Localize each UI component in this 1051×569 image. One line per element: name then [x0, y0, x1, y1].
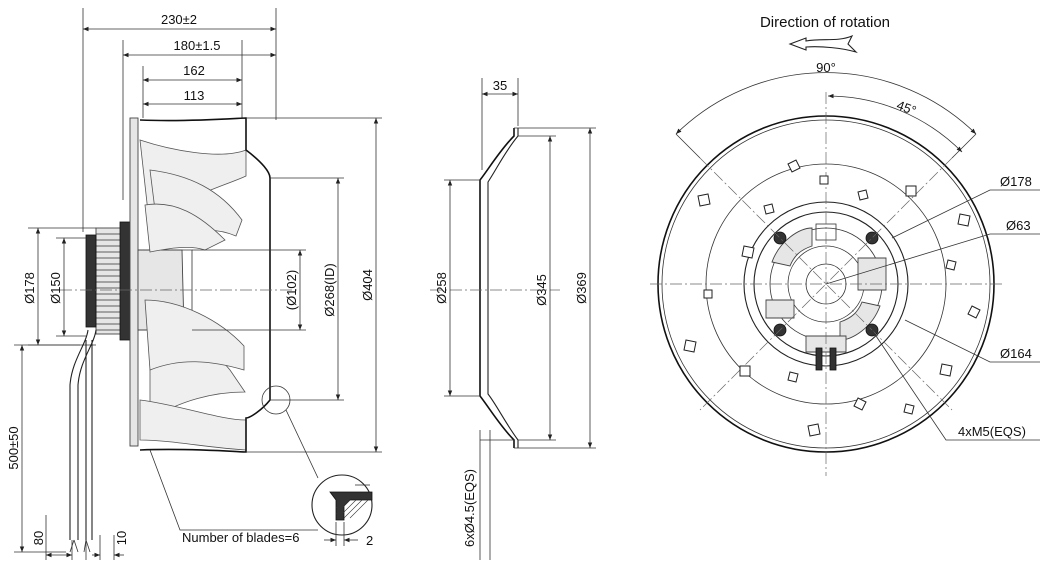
dim-dia-345: Ø345	[534, 274, 549, 306]
dim-length-113: 113	[184, 88, 205, 103]
dim-dia-404: Ø404	[360, 269, 375, 301]
detail-view	[311, 474, 373, 536]
dim-dia-178-side: Ø178	[22, 272, 37, 304]
back-plate	[129, 117, 139, 447]
dim-overall-length: 230±2	[161, 12, 197, 27]
angle-45: 45°	[895, 97, 919, 118]
dim-length-162: 162	[183, 63, 205, 78]
dim-dia-178-front: Ø178	[1000, 174, 1032, 189]
detail-circle	[261, 385, 291, 415]
dim-dia-164: Ø164	[1000, 346, 1032, 361]
dim-10: 10	[114, 531, 129, 545]
angle-90: 90°	[816, 60, 836, 75]
impeller-blades	[139, 139, 247, 451]
dim-80: 80	[31, 531, 46, 545]
side-view: 230±2 180±1.5 162 113	[6, 8, 382, 560]
dim-35: 35	[493, 78, 507, 93]
dim-dia-150: Ø150	[48, 272, 63, 304]
front-view: Direction of rotation 90° 45°	[650, 14, 1040, 476]
dim-dia-369: Ø369	[574, 272, 589, 304]
dim-length-180: 180±1.5	[174, 38, 221, 53]
dim-2: 2	[366, 533, 373, 548]
dim-dia-63: Ø63	[1006, 218, 1031, 233]
dim-dia-268: Ø268(ID)	[322, 263, 337, 316]
rotation-title: Direction of rotation	[760, 14, 890, 31]
blade-tips	[683, 159, 981, 437]
dim-dia-258: Ø258	[434, 272, 449, 304]
blades-label: Number of blades=6	[182, 530, 299, 545]
inlet-ring-profile	[479, 128, 515, 448]
shroud	[139, 117, 271, 453]
dim-holes: 6xØ4.5(EQS)	[462, 469, 477, 547]
rotation-arrow-icon	[788, 34, 858, 54]
dim-cable-length: 500±50	[6, 426, 21, 469]
dim-screws: 4xM5(EQS)	[958, 424, 1026, 439]
dim-dia-102: (Ø102)	[284, 270, 299, 310]
cable	[69, 329, 97, 553]
rotor-fins	[96, 233, 126, 331]
inlet-ring-view: 35 Ø258 Ø345 Ø369 6xØ4.5(EQS)	[430, 78, 596, 560]
